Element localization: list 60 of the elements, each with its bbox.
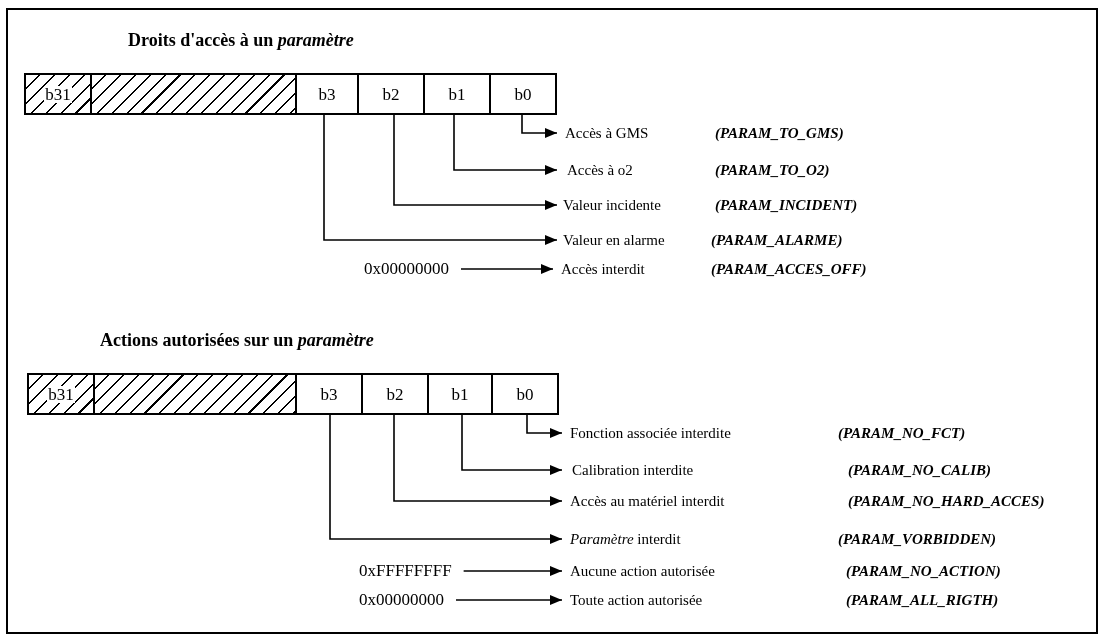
bit-label: b0 xyxy=(515,385,535,403)
flag-constant: (PARAM_ALL_RIGTH) xyxy=(846,591,999,609)
flag-description: Accès à GMS xyxy=(565,124,650,142)
flag-description: Toute action autorisée xyxy=(570,591,704,609)
flag-constant: (PARAM_ACCES_OFF) xyxy=(711,260,867,278)
arrow xyxy=(460,264,554,274)
flag-description: Fonction associée interdite xyxy=(570,424,732,442)
arrow xyxy=(455,595,563,605)
arrow xyxy=(393,414,563,506)
hex-value: 0xFFFFFFFF xyxy=(359,560,452,582)
bit-cell xyxy=(489,73,557,115)
arrow xyxy=(461,414,563,475)
bit-cell xyxy=(295,373,363,415)
bit-label: b1 xyxy=(450,385,470,403)
bit-cell xyxy=(295,73,359,115)
arrow xyxy=(329,414,563,544)
bit-cell xyxy=(491,373,559,415)
flag-description: Paramètre interdit xyxy=(570,530,682,548)
bit-label: b31 xyxy=(47,385,75,403)
flag-constant: (PARAM_TO_GMS) xyxy=(715,124,844,142)
hatched-bit-cell xyxy=(90,73,297,115)
flag-description: Calibration interdite xyxy=(572,461,695,479)
flag-description: Valeur en alarme xyxy=(563,231,666,249)
bit-label: b2 xyxy=(385,385,405,403)
arrow xyxy=(453,114,558,175)
hatched-bit-cell xyxy=(27,373,95,415)
bit-label: b2 xyxy=(381,85,401,103)
flag-constant: (PARAM_TO_O2) xyxy=(715,161,830,179)
hatched-bit-cell xyxy=(24,73,92,115)
flag-constant: (PARAM_INCIDENT) xyxy=(715,196,858,214)
bit-cell xyxy=(361,373,429,415)
bit-label: b31 xyxy=(44,85,72,103)
bit-label: b3 xyxy=(319,385,339,403)
arrow xyxy=(323,114,558,245)
arrow xyxy=(526,414,563,438)
bit-cell xyxy=(357,73,425,115)
flag-constant: (PARAM_ALARME) xyxy=(711,231,843,249)
bit-cell xyxy=(423,73,491,115)
flag-description: Accès à o2 xyxy=(567,161,634,179)
flag-constant: (PARAM_VORBIDDEN) xyxy=(838,530,997,548)
section-heading: Actions autorisées sur un paramètre xyxy=(100,330,374,351)
bit-label: b1 xyxy=(447,85,467,103)
hatched-bit-cell xyxy=(93,373,297,415)
hex-value: 0x00000000 xyxy=(364,258,449,280)
flag-description: Aucune action autorisée xyxy=(570,562,716,580)
flag-description: Accès interdit xyxy=(561,260,646,278)
flag-constant: (PARAM_NO_HARD_ACCES) xyxy=(848,492,1045,510)
flag-constant: (PARAM_NO_FCT) xyxy=(838,424,966,442)
bit-cell xyxy=(427,373,493,415)
arrow xyxy=(393,114,558,210)
section-heading: Droits d'accès à un paramètre xyxy=(128,30,354,51)
bit-label: b3 xyxy=(317,85,337,103)
arrow xyxy=(521,114,558,138)
arrow xyxy=(462,566,563,576)
flag-constant: (PARAM_NO_ACTION) xyxy=(846,562,1001,580)
flag-constant: (PARAM_NO_CALIB) xyxy=(848,461,992,479)
flag-description: Accès au matériel interdit xyxy=(570,492,726,510)
flag-description: Valeur incidente xyxy=(563,196,662,214)
hex-value: 0x00000000 xyxy=(359,589,444,611)
bit-label: b0 xyxy=(513,85,533,103)
